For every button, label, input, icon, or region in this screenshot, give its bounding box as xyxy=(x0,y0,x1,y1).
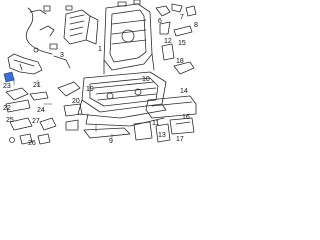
callout-10: 10 xyxy=(142,76,150,83)
callout-13: 13 xyxy=(158,132,166,139)
switch-panel xyxy=(63,5,99,45)
callout-25: 25 xyxy=(6,117,14,124)
parts-drawing xyxy=(3,0,197,145)
callout-26: 26 xyxy=(28,140,36,147)
callout-23: 23 xyxy=(3,83,11,90)
parts-diagram: 23 21 19 22 24 25 27 26 9 3 1 6 7 8 12 1… xyxy=(0,0,200,147)
callout-14: 14 xyxy=(180,88,188,95)
callout-15: 15 xyxy=(178,40,186,47)
callout-8: 8 xyxy=(194,22,198,29)
callout-6: 6 xyxy=(158,18,162,25)
callout-21: 21 xyxy=(33,82,41,89)
highlighted-part xyxy=(3,71,15,83)
lower-left-parts xyxy=(5,81,83,145)
leader-lines xyxy=(13,77,113,139)
seat-back-frame xyxy=(103,0,155,75)
side-trim xyxy=(145,61,197,135)
callout-17: 17 xyxy=(176,136,184,143)
callout-16: 16 xyxy=(182,114,190,121)
callout-11: 11 xyxy=(152,120,160,127)
callout-1: 1 xyxy=(98,46,102,53)
callout-18: 18 xyxy=(176,58,184,65)
callout-22: 22 xyxy=(3,105,11,112)
callout-7: 7 xyxy=(180,14,184,21)
callout-19: 19 xyxy=(86,86,94,93)
callout-3: 3 xyxy=(60,52,64,59)
callout-20: 20 xyxy=(72,98,80,105)
side-bracket xyxy=(7,53,43,75)
callout-24: 24 xyxy=(37,107,45,114)
wire-harness xyxy=(25,5,71,69)
callout-9: 9 xyxy=(109,138,113,145)
upper-right-parts xyxy=(155,3,197,61)
trim-cover xyxy=(83,121,171,143)
callout-27: 27 xyxy=(32,118,40,125)
callout-12: 12 xyxy=(164,38,172,45)
